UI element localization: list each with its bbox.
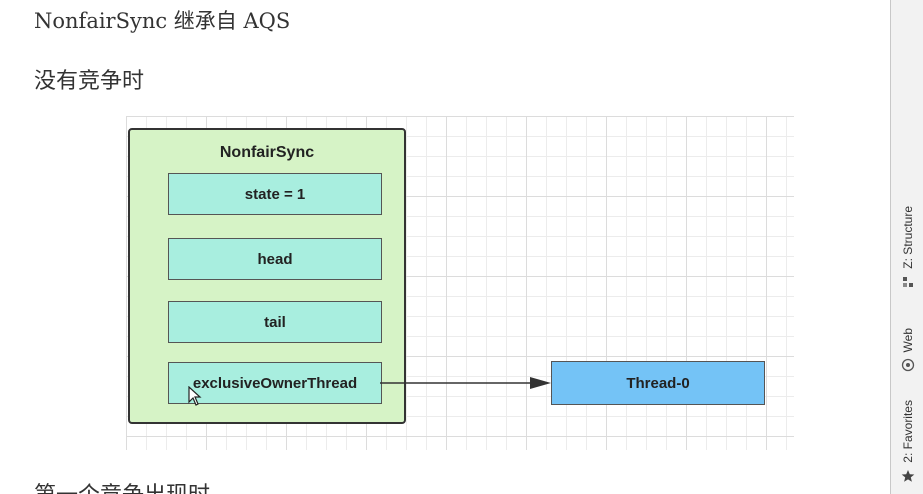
field-head: head xyxy=(168,238,382,280)
tab-structure[interactable]: Z: Structure xyxy=(895,206,920,289)
tab-structure-label: Z: Structure xyxy=(900,206,915,269)
structure-icon xyxy=(902,276,913,287)
mouse-cursor-icon xyxy=(188,386,202,406)
owner-arrow xyxy=(380,377,551,389)
tab-web[interactable]: Web xyxy=(895,328,920,372)
object-title: NonfairSync xyxy=(219,144,315,161)
star-icon xyxy=(901,469,914,482)
web-icon xyxy=(901,359,914,372)
section-heading-no-contention: 没有竞争时 xyxy=(34,69,145,94)
doc-title: NonfairSync 继承自 AQS xyxy=(34,9,291,33)
section-heading-first-contention: 第一个竞争出现时 xyxy=(34,477,210,494)
tab-web-label: Web xyxy=(900,328,915,353)
tab-favorites-label: 2: Favorites xyxy=(900,400,915,463)
field-exclusive-owner-thread: exclusiveOwnerThread xyxy=(168,362,382,404)
thread-0-box: Thread-0 xyxy=(551,361,765,405)
ide-tool-window-bar: Z: Structure Web 2: Favorites xyxy=(890,0,923,494)
document-content: NonfairSync 继承自 AQS 没有竞争时 NonfairSync st… xyxy=(34,9,794,494)
field-state: state = 1 xyxy=(168,173,382,215)
field-tail: tail xyxy=(168,301,382,343)
tab-favorites[interactable]: 2: Favorites xyxy=(895,400,920,483)
